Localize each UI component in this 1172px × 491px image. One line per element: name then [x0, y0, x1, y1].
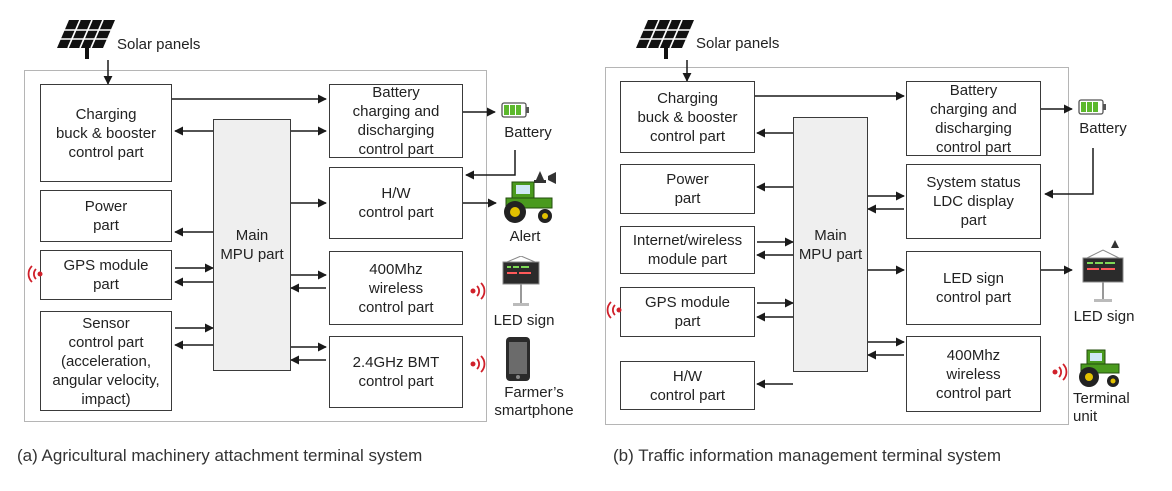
solar-panel-icon	[57, 19, 115, 59]
diagram-panel-b: Solar panels Charging buck & booster con…	[586, 0, 1172, 491]
led-sign-icon	[1082, 240, 1124, 302]
wireless-400mhz-box: 400Mhz wireless control part	[329, 251, 463, 325]
charging-control-box: Charging buck & booster control part	[40, 84, 172, 182]
battery-icon	[1078, 99, 1106, 115]
gps-module-box: GPS module part	[620, 287, 755, 337]
bmt-control-box: 2.4GHz BMT control part	[329, 336, 463, 408]
main-mpu-box: Main MPU part	[793, 117, 868, 372]
wireless-signal-icon	[470, 282, 486, 300]
tractor-alert-icon	[504, 171, 556, 223]
caption-a: (a) Agricultural machinery attachment te…	[17, 446, 423, 465]
charging-control-box: Charging buck & booster control part	[620, 81, 755, 153]
battery-control-box: Battery charging and discharging control…	[329, 84, 463, 158]
connection-lines	[103, 60, 516, 365]
led-sign-label: LED sign	[1073, 308, 1135, 325]
wireless-400mhz-box: 400Mhz wireless control part	[906, 336, 1041, 412]
power-part-box: Power part	[40, 190, 172, 242]
farmer-smartphone-label: Farmer’s smartphone	[494, 384, 574, 419]
tractor-icon	[1079, 349, 1120, 387]
alert-label: Alert	[509, 228, 541, 245]
system-status-display-box: System status LDC display part	[906, 164, 1041, 239]
led-sign-label: LED sign	[493, 312, 555, 329]
system-frame	[24, 70, 487, 422]
main-mpu-box: Main MPU part	[213, 119, 291, 371]
internet-wireless-module-box: Internet/wireless module part	[620, 226, 755, 274]
diagram-panel-a: Solar panels Charging buck & booster con…	[17, 19, 574, 465]
power-part-box: Power part	[620, 164, 755, 214]
terminal-unit-label: Terminal unit	[1073, 390, 1130, 425]
wireless-signal-icon	[27, 265, 43, 283]
battery-label: Battery	[504, 124, 552, 141]
solar-panels-label: Solar panels	[696, 35, 780, 52]
system-frame	[605, 67, 1069, 425]
wireless-signal-icon	[606, 301, 622, 319]
wireless-signal-icon	[470, 355, 486, 373]
wireless-signal-icon	[1052, 363, 1068, 381]
led-sign-control-box: LED sign control part	[906, 251, 1041, 325]
connection-lines	[682, 60, 1094, 389]
hw-control-box: H/W control part	[329, 167, 463, 239]
battery-icon	[501, 102, 529, 118]
battery-label: Battery	[1079, 120, 1127, 137]
smartphone-icon	[506, 337, 530, 381]
solar-panels-label: Solar panels	[117, 36, 201, 53]
caption-b: (b) Traffic information management termi…	[613, 446, 1001, 465]
hw-control-box: H/W control part	[620, 361, 755, 410]
sensor-control-box: Sensor control part (acceleration, angul…	[40, 311, 172, 411]
led-sign-icon	[502, 256, 540, 306]
solar-panel-icon	[636, 19, 694, 59]
battery-control-box: Battery charging and discharging control…	[906, 81, 1041, 156]
gps-module-box: GPS module part	[40, 250, 172, 300]
